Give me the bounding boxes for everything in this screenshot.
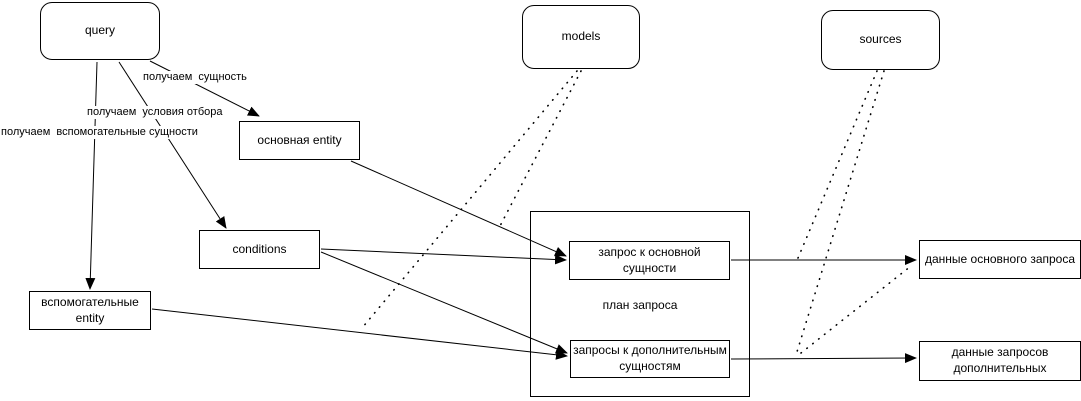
node-additional-queries-data[interactable]: данные запросов дополнительных [919,341,1081,381]
node-models[interactable]: models [522,5,640,69]
dotted-additional-edge-to-main-data [800,265,912,354]
node-aux-entity[interactable]: вспомогательные entity [29,291,151,330]
edge-additional-queries-additional-data [730,353,917,364]
edge-conditions-main-query [320,248,567,265]
group-query-plan[interactable]: план запроса [530,211,750,397]
edge-aux-entity-additional-queries [151,308,568,360]
dotted-models-to-main-query-edge [499,70,582,227]
node-conditions[interactable]: conditions [199,230,320,269]
node-sources[interactable]: sources [821,10,940,70]
edge-conditions-additional-queries [320,251,568,354]
edge-query-aux-entity [85,61,98,290]
node-additional-queries[interactable]: запросы к дополнительным сущностям [570,340,730,378]
node-main-entity[interactable]: основная entity [239,121,360,160]
node-main-query[interactable]: запрос к основной сущности [569,241,730,280]
group-query-plan-label: план запроса [602,298,678,312]
edge-query-conditions [118,61,227,229]
dotted-sources-to-additional-data-edge [795,70,885,356]
node-query[interactable]: query [40,2,160,60]
edge-query-main-entity [149,60,260,117]
node-main-query-data[interactable]: данные основного запроса [919,240,1081,279]
edge-label-get-entity: получаем сущность [141,71,249,84]
edge-label-get-aux-entities: получаем вспомогательные сущности [0,126,200,139]
dotted-sources-to-main-data-edge [797,70,878,259]
edge-label-get-conditions: получаем условия отбора [85,106,225,119]
